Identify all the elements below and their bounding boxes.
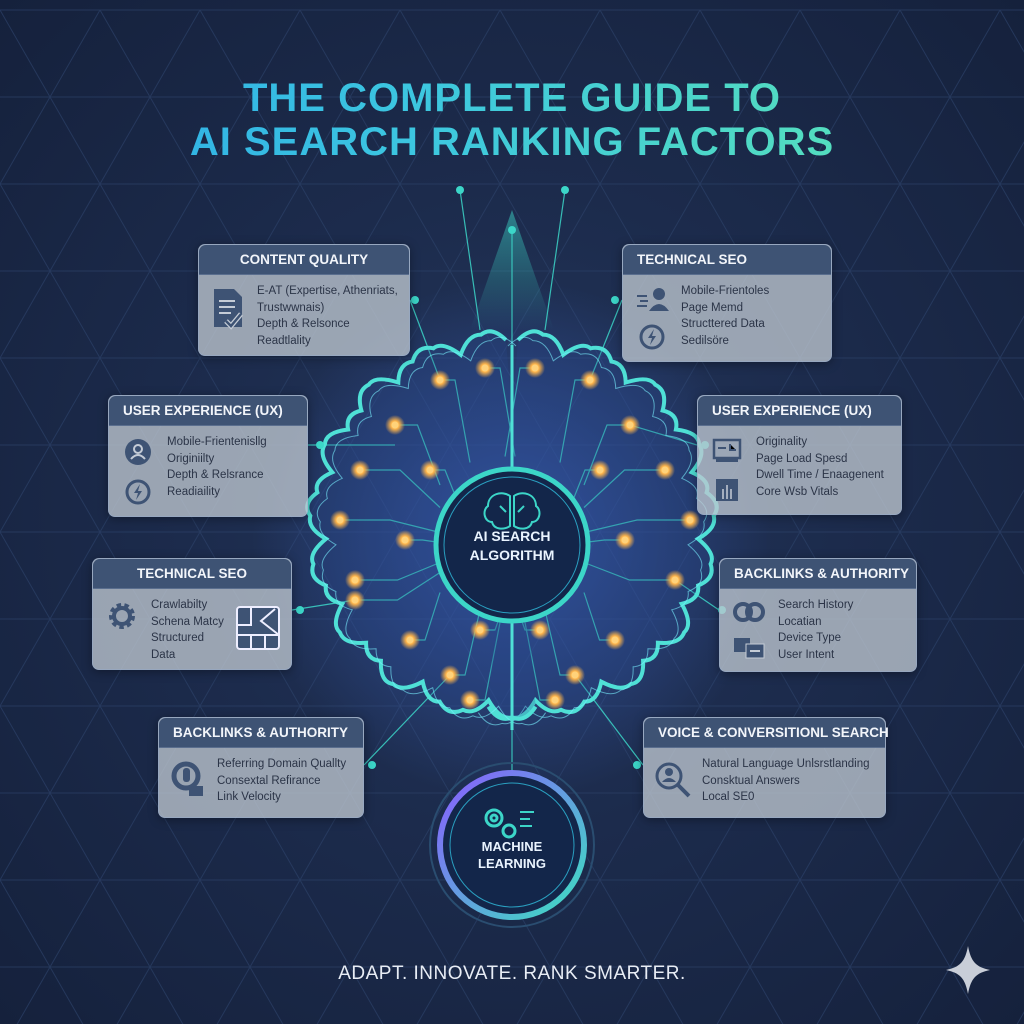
factor-item: Readiaility: [167, 485, 221, 498]
machine-learning-ring: [437, 770, 587, 920]
fast-user-icon: [635, 287, 669, 316]
factor-item: Referring Domain Quallty: [217, 758, 347, 770]
factor-item: Core Wsb Vitals: [756, 485, 839, 498]
factor-item: Sedilsöre: [681, 334, 729, 347]
brain-icon: [483, 492, 541, 530]
card-title: TECHNICAL SEO: [623, 245, 831, 275]
factor-item: Link Velocity: [217, 791, 281, 803]
card-title: CONTENT QUALITY: [199, 245, 409, 275]
factor-item: Data: [151, 648, 176, 661]
factor-item: Structtered Data: [681, 318, 765, 330]
factor-item: Depth & Relsrance: [167, 469, 264, 481]
factor-item: Local SE0: [702, 791, 755, 803]
factor-item: Structured: [151, 632, 205, 644]
sparkle-icon: [946, 946, 990, 994]
document-check-icon: [212, 287, 244, 336]
domain-icon: [171, 760, 205, 803]
user-circle-icon: [124, 438, 152, 471]
factor-card: USER EXPERIENCE (UX) Mobile-Frientenisllg…: [108, 395, 308, 517]
ai-algorithm-circle: [433, 466, 591, 624]
factor-item: Dwell Time / Enaagenent: [756, 469, 884, 481]
card-title: VOICE & CONVERSITIONL SEARCH: [644, 718, 889, 748]
connector-dot: [633, 761, 641, 769]
connector-dot: [316, 441, 324, 449]
factor-list: E-AT (Expertise, Athenriats, Trustwwnais)…: [257, 283, 398, 349]
factor-item: Schena Matcy: [151, 615, 224, 628]
chain-link-icon: [732, 601, 766, 628]
center-label-line1: AI SEARCH: [473, 528, 551, 544]
factor-item: E-AT (Expertise, Athenriats,: [257, 285, 398, 297]
gears-icon: [484, 808, 534, 839]
factor-card: BACKLINKS & AUTHORITY Referring Domain Qu…: [158, 717, 364, 818]
factor-item: Trustwwnais): [257, 301, 325, 314]
chat-icon: [732, 636, 766, 665]
building-icon: [714, 477, 740, 508]
card-title: USER EXPERIENCE (UX): [698, 396, 901, 426]
connector-dot: [368, 761, 376, 769]
factor-item: Natural Language Unlsrstlanding: [702, 758, 870, 770]
factor-item: Consextal Refirance: [217, 774, 321, 787]
card-title: USER EXPERIENCE (UX): [109, 396, 307, 426]
factor-item: Page Memd: [681, 301, 744, 314]
center-label-line2: ALGORITHM: [469, 547, 555, 563]
gear-icon: [107, 601, 137, 636]
search-user-icon: [653, 760, 693, 805]
factor-item: Page Load Spesd: [756, 452, 848, 465]
connector-dot: [561, 186, 569, 194]
card-title: TECHNICAL SEO: [93, 559, 291, 589]
title-line-1: THE COMPLETE GUIDE TO: [0, 76, 1024, 120]
connector-dot: [411, 296, 419, 304]
factor-item: Mobile-Frientenisllg: [167, 436, 267, 448]
factor-card: VOICE & CONVERSITIONL SEARCH Natural Lang…: [643, 717, 889, 818]
card-title: BACKLINKS & AUTHORITY: [159, 718, 363, 748]
factor-item: Depth & Relsonce: [257, 318, 350, 330]
connector-dot: [508, 226, 516, 234]
factor-item: Device Type: [778, 632, 842, 644]
dashboard-icon: [712, 438, 742, 469]
tagline: ADAPT. INNOVATE. RANK SMARTER.: [338, 963, 686, 984]
connector-dot: [456, 186, 464, 194]
connector-dot: [296, 606, 304, 614]
factor-item: Search History: [778, 599, 854, 611]
title-line-2: AI SEARCH RANKING FACTORS: [0, 120, 1024, 164]
factor-item: Locatian: [778, 615, 822, 628]
lightning-icon: [125, 479, 151, 510]
factor-item: Consktual Answers: [702, 774, 800, 787]
ml-label-line2: LEARNING: [478, 856, 546, 871]
connector-dot: [611, 296, 619, 304]
factor-item: Crawlabilty: [151, 599, 208, 611]
card-title: BACKLINKS & AUTHORITY: [720, 559, 916, 589]
factor-item: Originiilty: [167, 452, 215, 465]
factor-card: CONTENT QUALITY E-AT (Expertise, Athenria…: [198, 244, 410, 356]
factor-item: Mobile-Frientoles: [681, 285, 770, 297]
ml-label-line1: MACHINE: [481, 839, 543, 854]
factor-item: Readtlality: [257, 334, 311, 347]
factor-item: Originality: [756, 436, 808, 448]
factor-item: User Intent: [778, 648, 835, 661]
lightning-icon: [639, 324, 665, 355]
